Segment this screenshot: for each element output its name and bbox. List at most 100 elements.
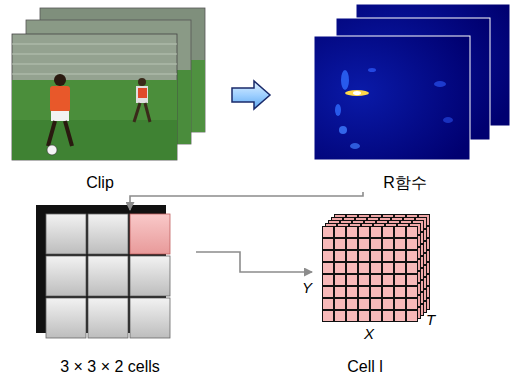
grid-cell bbox=[383, 263, 393, 273]
grid-cell bbox=[371, 299, 381, 309]
grid-cell bbox=[323, 251, 333, 261]
grid-cell bbox=[347, 239, 357, 249]
grid-cell bbox=[383, 311, 393, 321]
grid-cell bbox=[347, 287, 357, 297]
grid-cell bbox=[395, 287, 405, 297]
grid-cell bbox=[347, 275, 357, 285]
grid-cell bbox=[323, 263, 333, 273]
layer-ground bbox=[328, 220, 424, 316]
grid-cell bbox=[359, 287, 369, 297]
grid-cell bbox=[383, 287, 393, 297]
grid-cell bbox=[371, 263, 381, 273]
grid-cell bbox=[335, 287, 345, 297]
grid-cell bbox=[383, 227, 393, 237]
grid-cell bbox=[323, 227, 333, 237]
caption: R함수 bbox=[383, 173, 427, 192]
grid-cell bbox=[359, 311, 369, 321]
grid-cell bbox=[407, 287, 417, 297]
clip-frames bbox=[12, 8, 205, 160]
grid-layer bbox=[322, 226, 418, 322]
grid-cell bbox=[407, 311, 417, 321]
grid-cell bbox=[383, 251, 393, 261]
grid-cell bbox=[347, 311, 357, 321]
caption: Clip bbox=[86, 173, 114, 192]
grid-cell bbox=[335, 311, 345, 321]
grid-cell bbox=[383, 251, 393, 261]
grid-cell bbox=[335, 299, 345, 309]
grid-cell bbox=[335, 239, 345, 249]
grid-cell bbox=[407, 275, 417, 285]
grid-cell bbox=[323, 311, 333, 321]
caption: Cell l bbox=[347, 357, 383, 376]
grid-cell bbox=[359, 239, 369, 249]
grid-cell bbox=[359, 251, 369, 261]
grid-cell bbox=[395, 239, 405, 249]
grid-cell bbox=[371, 287, 381, 297]
grid-cell bbox=[371, 227, 381, 237]
grid-cell bbox=[335, 275, 345, 285]
grid-cell bbox=[371, 299, 381, 309]
grid-cell bbox=[371, 275, 381, 285]
grid-cell bbox=[395, 251, 405, 261]
grid-cell bbox=[359, 239, 369, 249]
grid-cell bbox=[335, 227, 345, 237]
grid-cell bbox=[347, 275, 357, 285]
layer-ground bbox=[322, 226, 418, 322]
grid-cell bbox=[347, 251, 357, 261]
grid-cell bbox=[395, 275, 405, 285]
heatmap-box: R함수 bbox=[272, 4, 512, 192]
grid-layer bbox=[328, 220, 424, 316]
grid-cell bbox=[395, 251, 405, 261]
grid-cell bbox=[407, 251, 417, 261]
grid-cell bbox=[383, 263, 393, 273]
grid-cell bbox=[335, 227, 345, 237]
grid-cell bbox=[323, 287, 333, 297]
grid-cell bbox=[395, 275, 405, 285]
grid-cell bbox=[395, 227, 405, 237]
connector-line bbox=[196, 252, 312, 272]
grid-cell bbox=[395, 287, 405, 297]
grid-cell bbox=[383, 275, 393, 285]
grid-cell bbox=[335, 263, 345, 273]
grid-cell bbox=[407, 239, 417, 249]
grid-cell bbox=[395, 299, 405, 309]
grid-cell bbox=[347, 263, 357, 273]
block-arrow bbox=[232, 81, 270, 109]
grid-cell bbox=[395, 263, 405, 273]
axis-label: T bbox=[426, 312, 435, 328]
grid-cell bbox=[359, 251, 369, 261]
grid-cell bbox=[383, 299, 393, 309]
grid-cell bbox=[359, 287, 369, 297]
grid-cell bbox=[407, 263, 417, 273]
grid-cell bbox=[323, 275, 333, 285]
grid-cell bbox=[371, 263, 381, 273]
cell-grid bbox=[322, 214, 430, 322]
connector-line bbox=[130, 192, 363, 210]
grid-cell bbox=[359, 227, 369, 237]
grid-cell bbox=[371, 251, 381, 261]
grid-cell bbox=[335, 251, 345, 261]
grid-cell bbox=[347, 299, 357, 309]
grid-cell bbox=[347, 251, 357, 261]
grid-cell bbox=[407, 263, 417, 273]
grid-cell bbox=[395, 311, 405, 321]
axis-label: X bbox=[364, 326, 374, 342]
grid-cell bbox=[335, 275, 345, 285]
grid-cell bbox=[347, 299, 357, 309]
clip-frames-box: Clip bbox=[8, 6, 230, 192]
grid-cell bbox=[359, 275, 369, 285]
grid-cell bbox=[395, 263, 405, 273]
grid-cell bbox=[407, 299, 417, 309]
grid-cell bbox=[335, 287, 345, 297]
grid-cell bbox=[347, 263, 357, 273]
grid-cell bbox=[371, 287, 381, 297]
cell-grid-box: Cell l bbox=[312, 208, 442, 376]
grid-cell bbox=[359, 275, 369, 285]
grid-cell bbox=[347, 239, 357, 249]
grid-cell bbox=[395, 239, 405, 249]
grid-cell bbox=[383, 299, 393, 309]
grid-cell bbox=[335, 251, 345, 261]
grid-cell bbox=[347, 227, 357, 237]
